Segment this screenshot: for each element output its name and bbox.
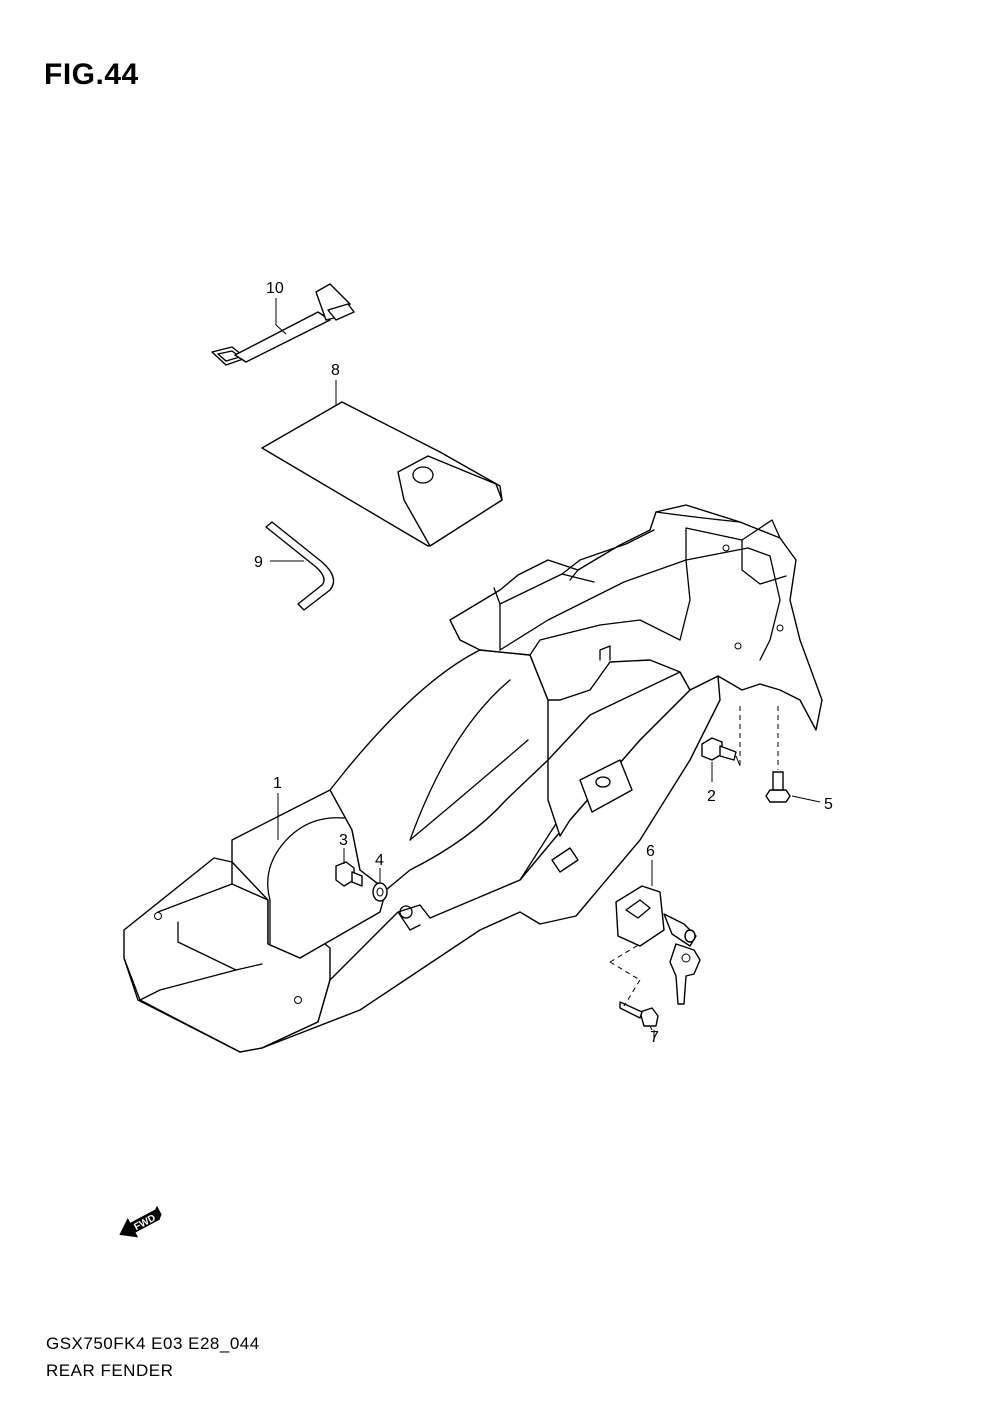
part-nut-4[interactable] bbox=[372, 882, 388, 902]
callout-10: 10 bbox=[266, 280, 284, 297]
figure-title: FIG.44 bbox=[44, 58, 139, 91]
part-bolt-3[interactable] bbox=[335, 861, 363, 887]
fwd-label: FWD bbox=[132, 1213, 157, 1233]
callout-1: 1 bbox=[273, 775, 282, 792]
callout-2: 2 bbox=[707, 788, 716, 805]
callout-6: 6 bbox=[646, 843, 655, 860]
callout-4: 4 bbox=[375, 852, 384, 869]
part-tool-bag[interactable] bbox=[261, 401, 503, 547]
callout-labels: 10 8 9 1 2 5 3 4 6 7 bbox=[254, 280, 833, 1046]
part-seat-lock[interactable] bbox=[615, 885, 701, 1005]
callout-7: 7 bbox=[650, 1029, 659, 1046]
part-hex-wrench[interactable] bbox=[265, 521, 335, 611]
part-rear-fender[interactable] bbox=[123, 504, 823, 1053]
part-screw-7[interactable] bbox=[619, 1001, 659, 1027]
figure-code: GSX750FK4 E03 E28_044 bbox=[46, 1334, 260, 1353]
forward-arrow: FWD bbox=[119, 1205, 162, 1238]
part-strap[interactable] bbox=[211, 283, 355, 366]
part-bolt-5[interactable] bbox=[765, 771, 791, 803]
callout-8: 8 bbox=[331, 362, 340, 379]
callout-5: 5 bbox=[824, 796, 833, 813]
callout-3: 3 bbox=[339, 832, 348, 849]
leader-lines bbox=[270, 298, 821, 1040]
callout-9: 9 bbox=[254, 554, 263, 571]
part-bolt-2[interactable] bbox=[701, 737, 737, 761]
figure-name: REAR FENDER bbox=[46, 1361, 174, 1380]
